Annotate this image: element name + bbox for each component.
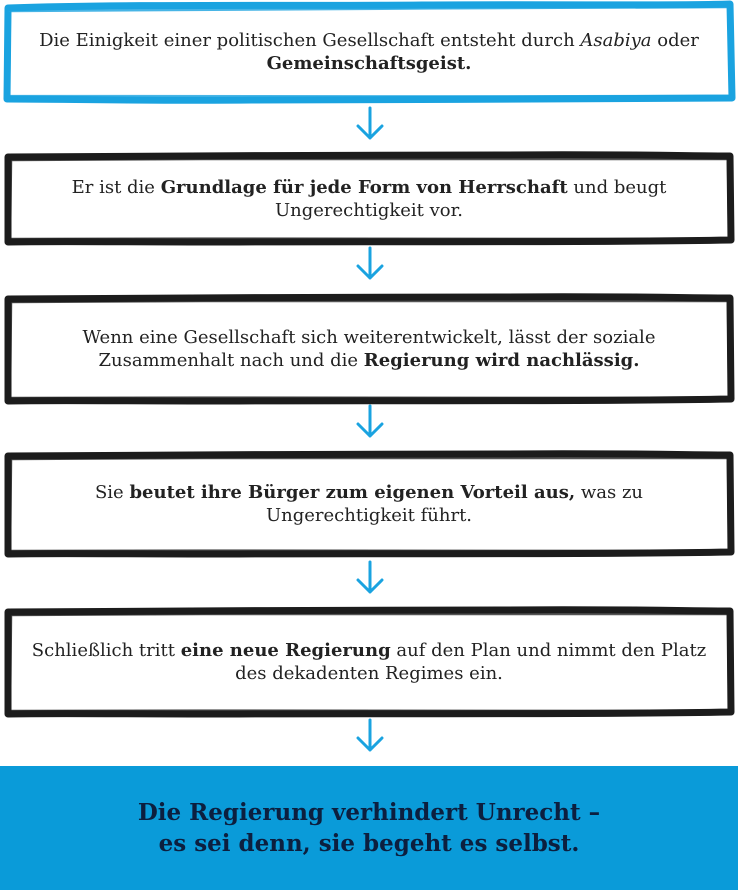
text-segment: Asabiya xyxy=(580,30,652,51)
flow-step-3: Wenn eine Gesellschaft sich weiterentwic… xyxy=(4,293,735,405)
text-segment: oder xyxy=(651,30,699,51)
text-segment: eine neue Regierung xyxy=(180,640,391,661)
text-segment: Er ist die xyxy=(71,177,161,198)
flow-step-text: Sie beutet ihre Bürger zum eigenen Vorte… xyxy=(26,481,712,527)
conclusion-line-2: es sei denn, sie begeht es selbst. xyxy=(158,830,580,857)
text-segment: Die Einigkeit einer politischen Gesellsc… xyxy=(39,30,581,51)
down-arrow-icon xyxy=(350,106,390,142)
text-segment: beutet ihre Bürger zum eigenen Vorteil a… xyxy=(129,482,576,503)
text-segment: Grundlage für jede Form von Herrschaft xyxy=(160,177,568,198)
conclusion-line-1: Die Regierung verhindert Unrecht – xyxy=(137,799,601,826)
flow-step-4: Sie beutet ihre Bürger zum eigenen Vorte… xyxy=(4,450,735,558)
conclusion-banner: Die Regierung verhindert Unrecht – es se… xyxy=(0,766,738,890)
down-arrow-icon xyxy=(350,404,390,440)
flow-step-text: Wenn eine Gesellschaft sich weiterentwic… xyxy=(26,326,712,372)
text-segment: Sie xyxy=(94,482,130,503)
flow-step-text: Schließlich tritt eine neue Regierung au… xyxy=(26,639,712,685)
down-arrow-icon xyxy=(350,560,390,596)
text-segment: Regierung wird nachlässig. xyxy=(363,350,640,371)
flow-step-text: Die Einigkeit einer politischen Gesellsc… xyxy=(26,29,712,75)
flow-step-1: Die Einigkeit einer politischen Gesellsc… xyxy=(3,0,736,104)
down-arrow-icon xyxy=(350,718,390,754)
text-segment: Gemeinschaftsgeist. xyxy=(266,53,472,74)
text-segment: Schließlich tritt xyxy=(31,640,181,661)
down-arrow-icon xyxy=(350,246,390,282)
flow-step-2: Er ist die Grundlage für jede Form von H… xyxy=(4,151,735,246)
flow-step-5: Schließlich tritt eine neue Regierung au… xyxy=(4,606,735,718)
flow-step-text: Er ist die Grundlage für jede Form von H… xyxy=(26,176,712,222)
